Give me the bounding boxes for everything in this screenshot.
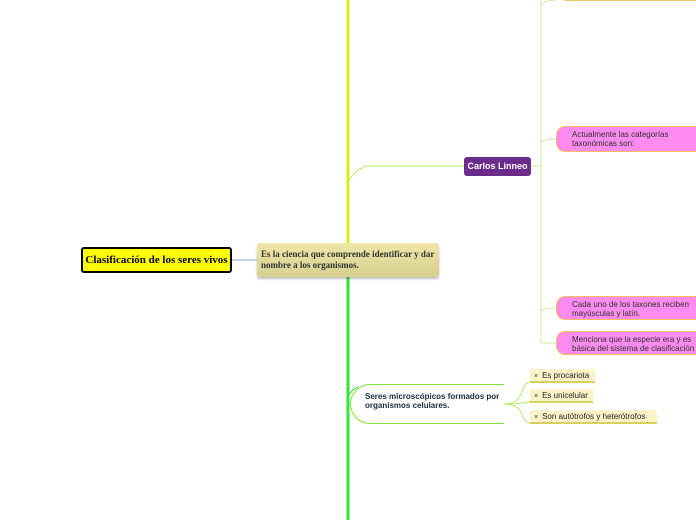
leaf-autotrofos[interactable]: ×Son autótrofos y heterótrofos <box>530 410 657 424</box>
leaf-label: Son autótrofos y heterótrofos <box>542 412 646 421</box>
carlos-link <box>347 165 464 184</box>
carlos-linneo-node[interactable]: Carlos Linneo <box>464 157 531 176</box>
leaf-link-1 <box>503 381 531 405</box>
leaf-unicelular[interactable]: ×Es unicelular <box>530 389 593 403</box>
pink-node-offscreen[interactable] <box>562 0 696 1</box>
microscopicos-node[interactable]: Seres microscópicos formados por organis… <box>350 384 504 424</box>
leaf-link-3 <box>503 403 531 424</box>
pink-link-1 <box>540 138 557 144</box>
definition-node[interactable]: Es la ciencia que comprende identificar … <box>257 243 439 277</box>
bullet-icon: × <box>534 373 539 380</box>
taxones-node[interactable]: Cada uno de los taxones reciben mayúscul… <box>556 296 696 320</box>
pink-link-2 <box>540 307 557 312</box>
bullet-icon: × <box>534 393 539 400</box>
leaf-label: Es procariota <box>542 371 590 380</box>
bullet-icon: × <box>534 414 539 421</box>
pink-link-0 <box>540 0 557 6</box>
especie-node[interactable]: Menciona que la especie era y es básica … <box>556 331 696 355</box>
leaf-label: Es unicelular <box>542 391 588 400</box>
leaf-procariota[interactable]: ×Es procariota <box>530 369 595 383</box>
leaf-link-2 <box>503 401 531 405</box>
root-node[interactable]: Clasificación de los seres vivos <box>81 247 232 273</box>
categorias-node[interactable]: Actualmente las categorías taxonómicas s… <box>556 126 696 152</box>
